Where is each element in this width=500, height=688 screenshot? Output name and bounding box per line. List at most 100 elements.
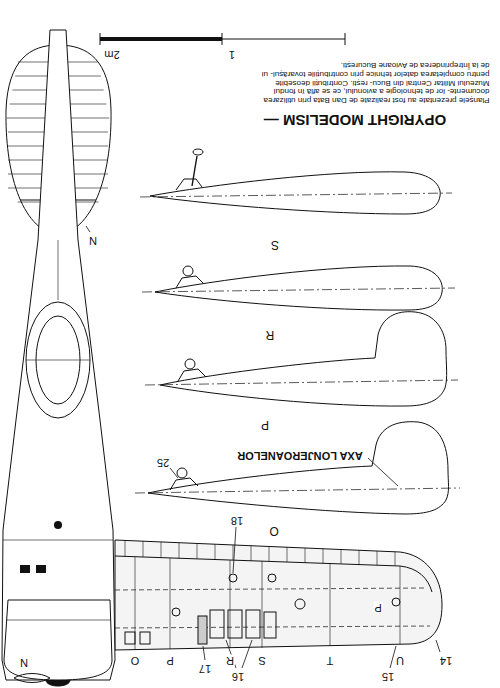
drawing-stroke bbox=[215, 544, 216, 559]
station-letter: T bbox=[326, 655, 335, 666]
drawing-stroke bbox=[197, 543, 198, 558]
section-letter: R bbox=[265, 329, 276, 341]
section-n bbox=[14, 674, 50, 683]
drawing-stroke bbox=[172, 608, 180, 616]
drawing-stroke bbox=[148, 422, 449, 514]
drawing-stroke bbox=[345, 33, 346, 45]
drawing-stroke bbox=[193, 149, 203, 155]
drawing-stroke bbox=[135, 557, 400, 650]
drawing-stroke bbox=[395, 552, 396, 566]
drawing-stroke bbox=[26, 360, 90, 361]
drawing-stroke bbox=[86, 226, 90, 232]
copyright-watermark: OPYRIGHT MODELISM — bbox=[263, 113, 448, 128]
drawing-stroke bbox=[377, 551, 378, 565]
drawing-stroke bbox=[179, 543, 180, 559]
callout-number: 15 bbox=[381, 671, 395, 682]
drawing-stroke bbox=[269, 546, 270, 561]
drawing-stroke bbox=[6, 620, 111, 621]
drawing-stroke bbox=[20, 565, 30, 573]
drawing-stroke bbox=[125, 540, 395, 565]
drawing-stroke bbox=[341, 550, 342, 564]
credit-note: Planșele prezentate au fost realizate de… bbox=[254, 60, 491, 103]
drawing-stroke bbox=[176, 276, 204, 288]
drawing-stroke bbox=[210, 610, 224, 638]
spar-axis-label: AXA LONJEROANELOR bbox=[236, 450, 364, 461]
drawing-stroke bbox=[264, 612, 276, 638]
drawing-stroke bbox=[54, 521, 62, 529]
station-letter: P bbox=[165, 655, 174, 666]
drawing-stroke bbox=[222, 33, 223, 45]
drawing-stroke bbox=[233, 545, 234, 560]
drawing-stroke bbox=[115, 588, 425, 590]
station-letter: R bbox=[225, 655, 235, 666]
drawing-stroke bbox=[142, 288, 455, 292]
drawing-stroke bbox=[46, 680, 70, 686]
drawing-stroke bbox=[246, 610, 260, 638]
scale-bar bbox=[100, 33, 345, 45]
drawing-stroke bbox=[161, 542, 162, 558]
drawing-stroke bbox=[3, 540, 113, 541]
drawing-stroke bbox=[140, 632, 150, 644]
drawing-stroke bbox=[233, 527, 236, 573]
drawing-stroke bbox=[36, 565, 46, 573]
station-letter: S bbox=[257, 655, 266, 666]
drawing-stroke bbox=[228, 610, 242, 638]
scale-mark: 2m bbox=[103, 49, 120, 60]
drawing-stroke bbox=[436, 640, 440, 652]
section-letter: N bbox=[19, 657, 29, 668]
drawing-stroke bbox=[100, 37, 222, 41]
drawing-stroke bbox=[368, 458, 398, 486]
callout-number: 17 bbox=[198, 663, 212, 674]
drawing-stroke bbox=[170, 558, 171, 649]
drawing-stroke bbox=[140, 193, 452, 197]
drawing-stroke bbox=[160, 312, 447, 406]
drawing-stroke bbox=[192, 156, 197, 186]
callout-number: 18 bbox=[230, 515, 244, 526]
drawing-stroke bbox=[262, 561, 263, 648]
drawing-stroke bbox=[268, 574, 276, 582]
drawing-stroke bbox=[115, 540, 442, 650]
drawing-stroke bbox=[251, 546, 252, 561]
drawing-stroke bbox=[26, 302, 90, 418]
wing-sections bbox=[135, 149, 460, 514]
panel-letter: P bbox=[373, 602, 382, 613]
drawing-stroke bbox=[176, 179, 202, 190]
section-letter: O bbox=[268, 525, 279, 537]
drawing-stroke bbox=[400, 566, 401, 644]
wing-planform bbox=[115, 540, 442, 650]
drawing-stroke bbox=[115, 626, 430, 628]
drawing-stroke bbox=[145, 380, 458, 385]
scale-mark: 1 bbox=[228, 49, 236, 60]
drawing-stroke bbox=[185, 359, 195, 369]
section-letter: N bbox=[88, 235, 98, 246]
station-letter: O bbox=[130, 655, 141, 666]
drawing-stroke bbox=[115, 556, 432, 592]
drawing-stroke bbox=[155, 266, 442, 310]
drawing-stroke bbox=[295, 599, 305, 609]
drawing-stroke bbox=[330, 563, 331, 646]
drawing-stroke bbox=[178, 369, 206, 381]
drawing-stroke bbox=[2, 30, 115, 680]
drawing-stroke bbox=[125, 632, 135, 644]
drawing-stroke bbox=[177, 468, 187, 478]
drawing-stroke bbox=[287, 547, 288, 562]
callout-number: 14 bbox=[439, 655, 453, 666]
drawing-stroke bbox=[323, 549, 324, 564]
drawing-stroke bbox=[100, 33, 101, 45]
fuselage bbox=[2, 30, 115, 686]
drawing-stroke bbox=[392, 598, 400, 606]
drawing-stroke bbox=[170, 468, 178, 478]
drawing-stroke bbox=[305, 548, 306, 563]
section-letter: S bbox=[270, 239, 280, 251]
callout-number: 25 bbox=[156, 457, 170, 468]
drawing-stroke bbox=[58, 240, 59, 300]
drawing-stroke bbox=[4, 600, 112, 680]
drawing-stroke bbox=[222, 39, 345, 40]
drawing-stroke bbox=[230, 560, 231, 648]
drawing-stroke bbox=[229, 574, 237, 582]
drawing-stroke bbox=[226, 640, 236, 668]
section-letter: P bbox=[260, 419, 270, 431]
drawing-stroke bbox=[135, 488, 460, 493]
drawing-stroke bbox=[198, 616, 207, 644]
